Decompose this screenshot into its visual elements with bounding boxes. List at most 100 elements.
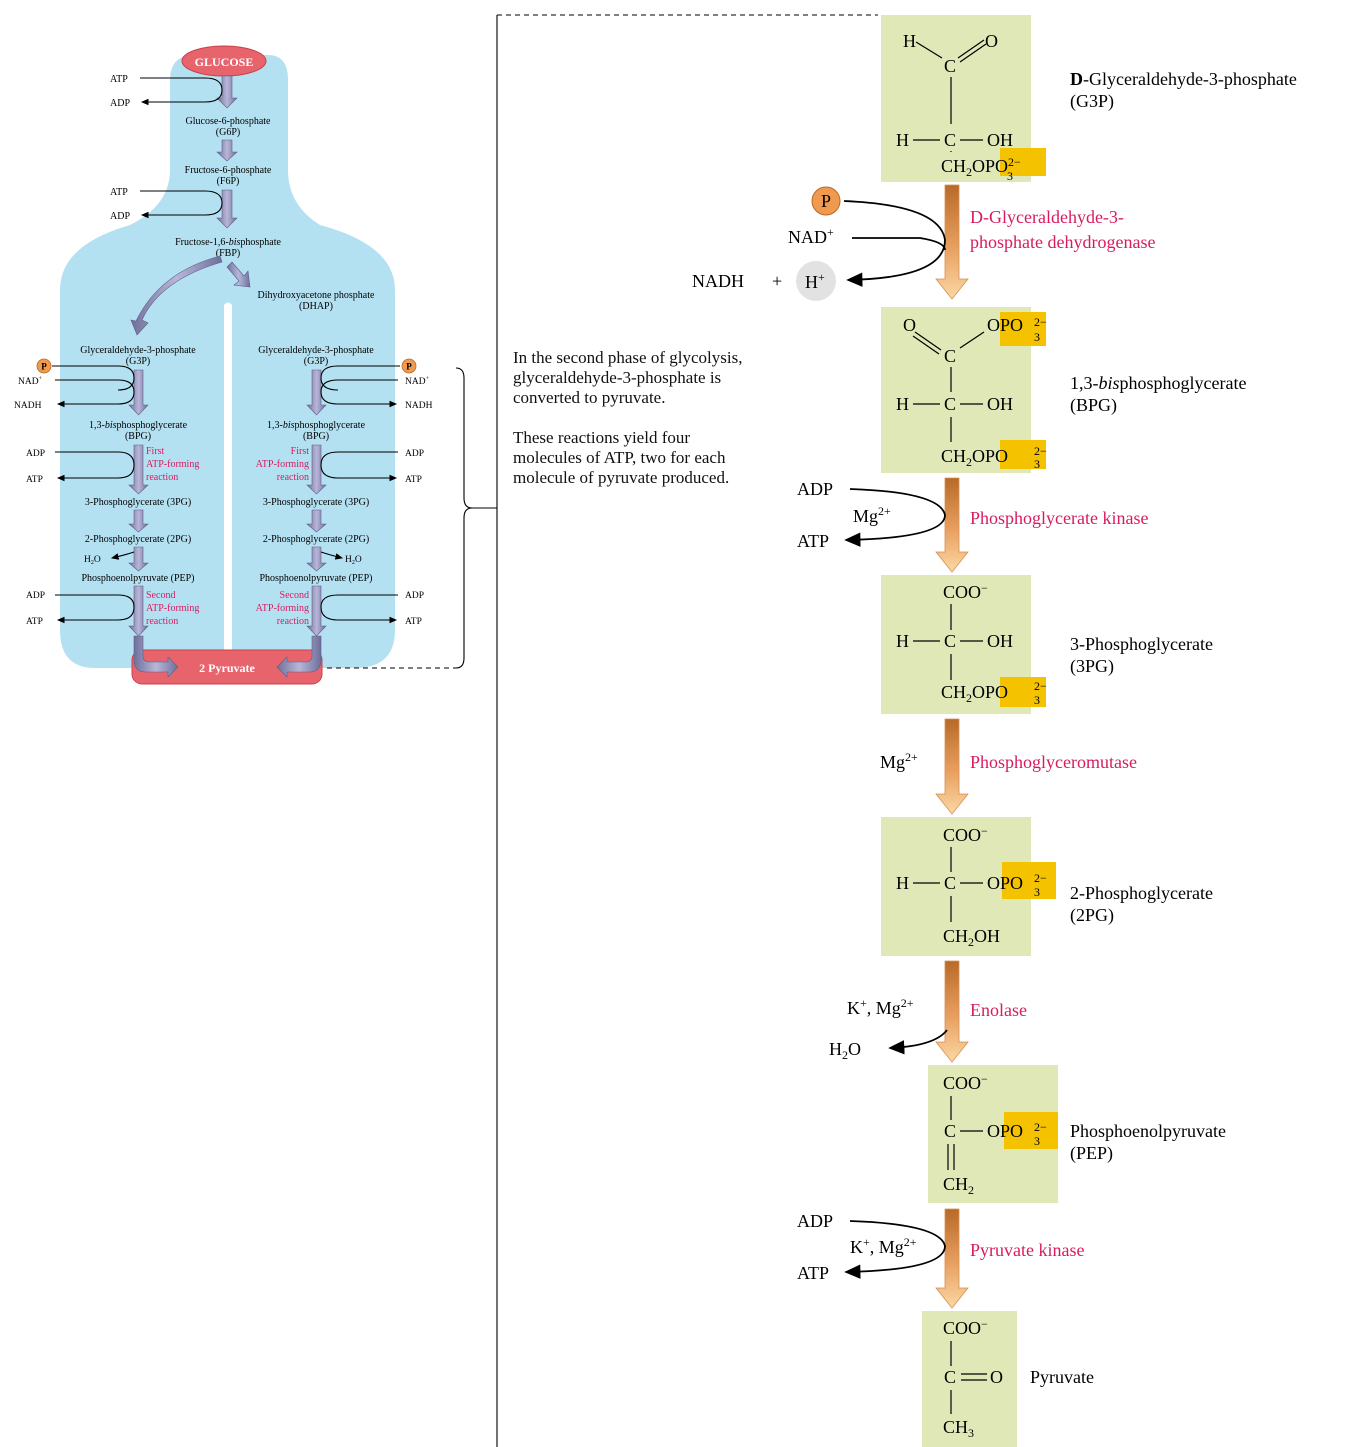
adp-right-1: ADP — [405, 449, 424, 459]
svg-text:H: H — [896, 130, 909, 150]
g3p-right: Glyceraldehyde-3-phosphate — [258, 345, 374, 356]
bpg-bonds — [912, 331, 985, 442]
g6p-label: Glucose-6-phosphate — [186, 116, 272, 127]
nad-left: NAD+ — [18, 376, 43, 387]
enzyme-g3pdh-1: D-Glyceraldehyde-3- — [970, 207, 1124, 227]
atp-label: ATP — [110, 74, 128, 85]
first-left-3: reaction — [146, 472, 178, 483]
first-right-1: First — [291, 446, 310, 457]
phosphate-label: P — [406, 362, 412, 372]
pg2-bonds — [913, 847, 983, 922]
g3p-bonds — [913, 39, 987, 152]
proton-icon — [796, 261, 836, 301]
adp-label: ADP — [797, 1211, 833, 1231]
pg3-right: 3-Phosphoglycerate (3PG) — [263, 497, 369, 508]
adp-left-2: ADP — [26, 591, 45, 601]
glucose-label: GLUCOSE — [195, 55, 254, 69]
connectors — [327, 14, 878, 1447]
atp-label: ATP — [797, 1263, 829, 1283]
pg2-right: 2-Phosphoglycerate (2PG) — [263, 534, 369, 545]
svg-text:COO−: COO− — [943, 581, 988, 602]
atp-label: ATP — [797, 531, 829, 551]
pyruvate-label: 2 Pyruvate — [199, 661, 255, 675]
second-left-1: Second — [146, 590, 175, 601]
svg-text:CH2OPO2−: CH2OPO2− — [941, 155, 1021, 179]
svg-text:H: H — [896, 873, 909, 893]
overview-reaction-labels: First ATP-forming reaction First ATP-for… — [146, 446, 309, 627]
enzyme-pgm: Phosphoglyceromutase — [970, 752, 1137, 772]
atp-label: ATP — [110, 187, 128, 198]
overview-atp-loops-top — [140, 77, 223, 219]
pg2-name: 2-Phosphoglycerate — [1070, 883, 1213, 903]
k-mg-label: K+, Mg2+ — [850, 1235, 917, 1257]
phosphate-icon — [401, 358, 417, 374]
svg-text:2−: 2− — [1034, 871, 1047, 885]
g3p-name: D-Glyceraldehyde-3-phosphate — [1070, 69, 1297, 89]
adp-right-2: ADP — [405, 591, 424, 601]
svg-text:OH: OH — [987, 394, 1013, 414]
enzyme-pk: Pyruvate kinase — [970, 1240, 1084, 1260]
plus-label: + — [772, 271, 782, 291]
svg-text:COO−: COO− — [943, 1317, 988, 1338]
svg-text:COO−: COO− — [943, 824, 988, 845]
svg-text:3: 3 — [1034, 693, 1040, 707]
phase-description: In the second phase of glycolysis, glyce… — [513, 348, 743, 508]
pg3-abbr: (3PG) — [1070, 656, 1114, 677]
detail-reaction-arrows — [935, 184, 969, 1309]
svg-text:2−: 2− — [1034, 679, 1047, 693]
svg-text:C: C — [944, 873, 956, 893]
cell-background — [60, 55, 395, 668]
pyruvate-box — [922, 1311, 1017, 1447]
enzyme-enolase: Enolase — [970, 1000, 1027, 1020]
phase-description-2: These reactions yield four molecules of … — [513, 428, 730, 487]
second-right-2: ATP-forming — [256, 603, 309, 614]
svg-text:COO−: COO− — [943, 1072, 988, 1093]
svg-text:H: H — [896, 394, 909, 414]
enzyme-labels: D-Glyceraldehyde-3- phosphate dehydrogen… — [970, 207, 1155, 1260]
phosphate-icon — [36, 358, 52, 374]
phosphate-label: P — [821, 191, 831, 211]
split-arrows — [130, 255, 251, 336]
svg-text:OPO: OPO — [987, 315, 1023, 335]
pep-bonds — [947, 1096, 983, 1170]
adp-label: ADP — [797, 479, 833, 499]
pep-abbr: (PEP) — [1070, 1143, 1113, 1164]
second-left-3: reaction — [146, 616, 178, 627]
f6p-label: Fructose-6-phosphate — [185, 165, 272, 176]
overview-columns: Glyceraldehyde-3-phosphate (G3P) Glycera… — [80, 345, 374, 584]
fbp-abbr: (FBP) — [216, 248, 240, 259]
second-left-2: ATP-forming — [146, 603, 199, 614]
dhap-label: Dihydroxyacetone phosphate — [258, 290, 375, 301]
phase-description-1: In the second phase of glycolysis, glyce… — [513, 348, 743, 407]
svg-text:C: C — [944, 346, 956, 366]
proton-label: H+ — [805, 270, 825, 292]
detail-molecule-names: D-Glyceraldehyde-3-phosphate (G3P) 1,3-b… — [1030, 69, 1297, 1387]
g3p-right-abbr: (G3P) — [304, 356, 328, 367]
first-left-1: First — [146, 446, 165, 457]
svg-text:H: H — [896, 631, 909, 651]
svg-text:CH3: CH3 — [943, 1417, 974, 1440]
pg3-left: 3-Phosphoglycerate (3PG) — [85, 497, 191, 508]
nadh-right: NADH — [405, 401, 433, 411]
svg-text:C: C — [944, 1367, 956, 1387]
svg-text:C: C — [944, 394, 956, 414]
svg-text:O: O — [903, 315, 916, 335]
enzyme-g3pdh-2: phosphate dehydrogenase — [970, 232, 1155, 252]
pg3-name: 3-Phosphoglycerate — [1070, 634, 1213, 654]
enzyme-pgk: Phosphoglycerate kinase — [970, 508, 1148, 528]
bpg-right-abbr: (BPG) — [303, 431, 329, 442]
svg-text:2−: 2− — [1034, 444, 1047, 458]
bpg-name: 1,3-bisphosphoglycerate — [1070, 373, 1246, 393]
cofactor-labels: NAD+ NADH + H+ ADP Mg2+ ATP Mg2+ K+, Mg2… — [692, 225, 918, 1283]
svg-text:C: C — [944, 631, 956, 651]
bpg-left: 1,3-bisphosphoglycerate — [89, 420, 188, 431]
pyruvate-bar — [131, 649, 323, 685]
phosphate-icon — [811, 186, 841, 216]
pg3-bonds — [913, 604, 983, 680]
h2o-right: H2O — [345, 555, 362, 566]
adp-label: ADP — [110, 211, 130, 222]
